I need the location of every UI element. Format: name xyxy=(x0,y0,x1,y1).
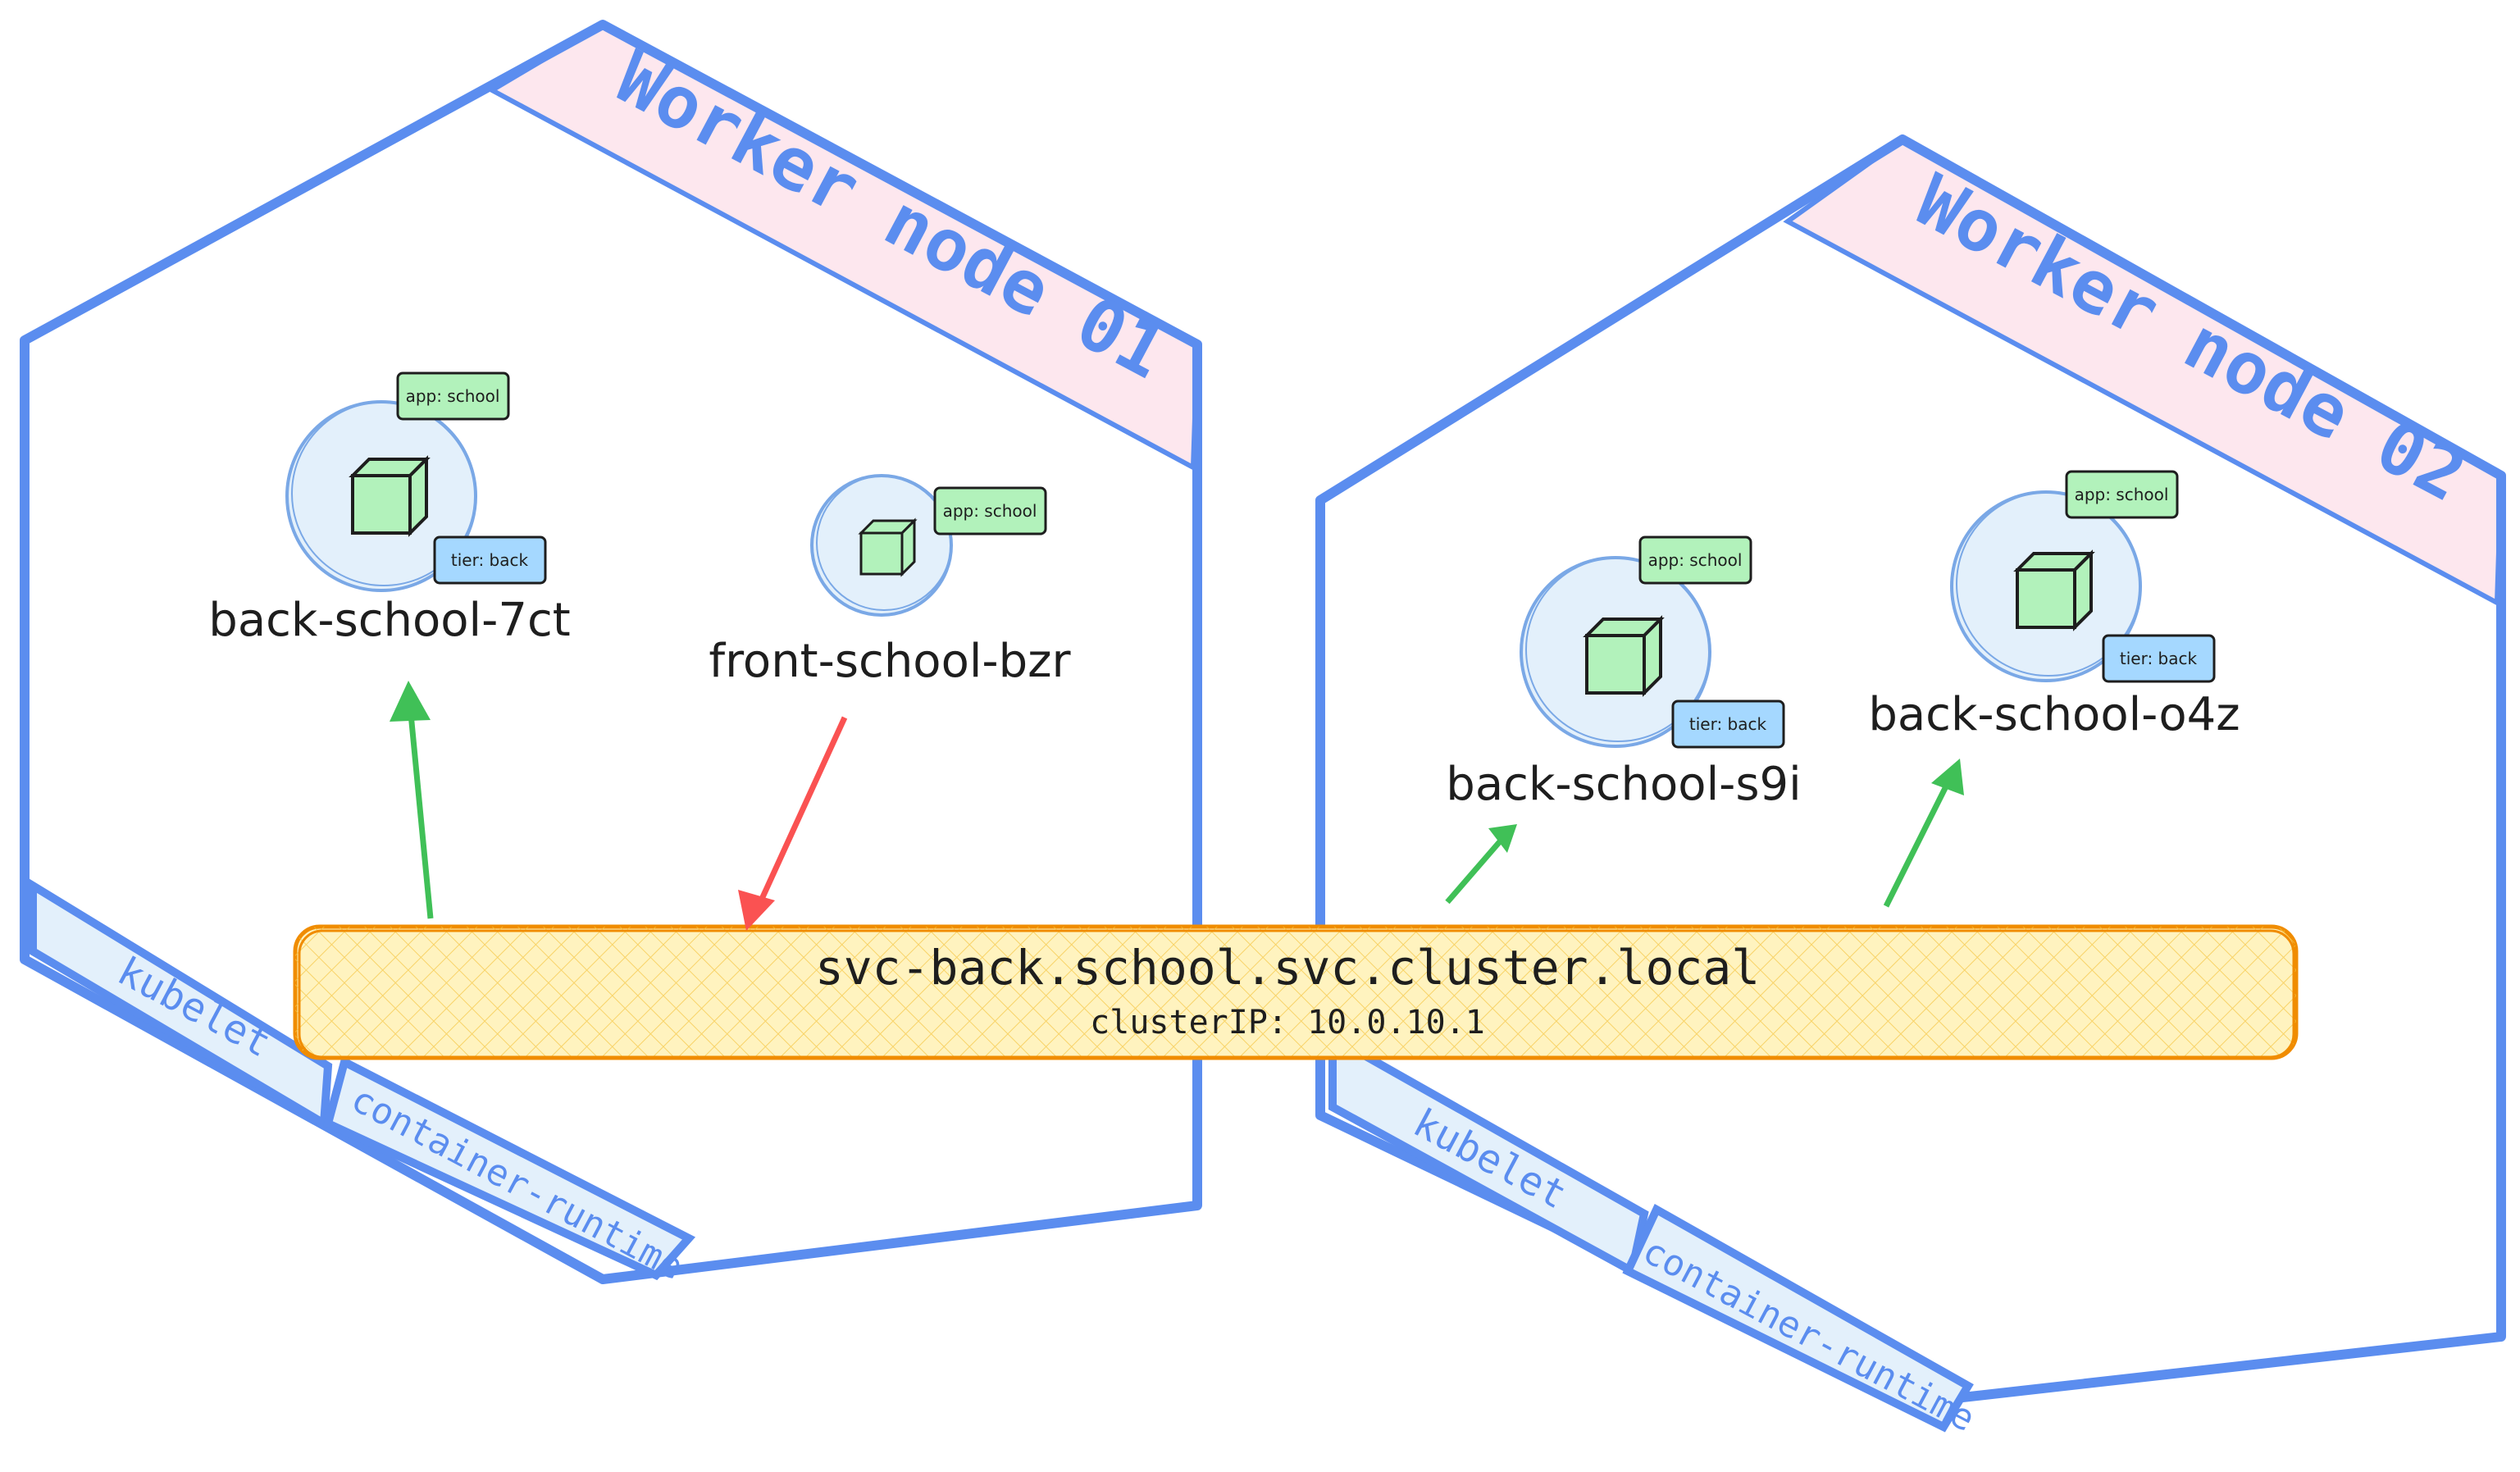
service-bar[interactable]: svc-back.school.svc.cluster.local cluste… xyxy=(293,924,2299,1060)
node-01-title-banner xyxy=(486,21,1201,472)
tier-tag xyxy=(1671,700,1785,749)
pod-name: back-school-7ct xyxy=(208,594,570,647)
tier-tag-text: tier: back xyxy=(1689,714,1767,734)
app-tag xyxy=(933,486,1047,535)
app-tag xyxy=(396,371,510,421)
arrow-down-icon xyxy=(738,716,848,931)
node-02-runtime-label: container-runtime xyxy=(1636,1230,1982,1440)
app-tag xyxy=(1638,535,1752,585)
pod-back-school-s9i[interactable]: app: school tier: back back-school-s9i xyxy=(1446,535,1802,811)
service-name: svc-back.school.svc.cluster.local xyxy=(815,940,1760,996)
container-cube-icon xyxy=(2013,549,2095,631)
node-02-title: Worker node 02 xyxy=(1903,158,2479,518)
app-tag-text: app: school xyxy=(1648,550,1743,570)
node-01-runtime-label: container-runtime xyxy=(344,1078,690,1288)
container-cube-icon xyxy=(858,517,918,577)
pod-back-school-7ct[interactable]: app: school tier: back back-school-7ct xyxy=(208,371,571,647)
pod-name: back-school-s9i xyxy=(1446,758,1801,811)
node-01-runtime-strip xyxy=(323,1055,696,1281)
app-tag xyxy=(2065,470,2179,519)
app-tag-text: app: school xyxy=(943,501,1037,521)
container-cube-icon xyxy=(349,455,431,537)
app-tag-text: app: school xyxy=(406,386,500,406)
node-02-title-banner xyxy=(1783,136,2504,607)
pod-name: front-school-bzr xyxy=(709,635,1071,688)
container-cube-icon xyxy=(1583,615,1665,697)
node-02-runtime-strip xyxy=(1622,1203,1974,1433)
pod-back-school-o4z[interactable]: app: school tier: back back-school-o4z xyxy=(1868,470,2240,741)
tier-tag xyxy=(433,535,547,585)
node-02-hexagon xyxy=(1315,134,2506,1407)
node-01-title: Worker node 01 xyxy=(603,35,1179,395)
arrow-up-icon xyxy=(1445,824,1517,905)
arrow-up-icon xyxy=(1883,759,1964,908)
app-tag-text: app: school xyxy=(2075,485,2169,504)
pod-front-school-bzr[interactable]: app: school front-school-bzr xyxy=(709,474,1072,688)
service-cluster-ip: clusterIP: 10.0.10.1 xyxy=(1090,1004,1485,1041)
node-01-hexagon xyxy=(20,20,1202,1284)
tier-tag-text: tier: back xyxy=(2120,649,2198,668)
arrow-up-icon xyxy=(390,681,434,919)
pod-name: back-school-o4z xyxy=(1868,688,2240,741)
tier-tag xyxy=(2102,634,2216,683)
tier-tag-text: tier: back xyxy=(451,550,529,570)
